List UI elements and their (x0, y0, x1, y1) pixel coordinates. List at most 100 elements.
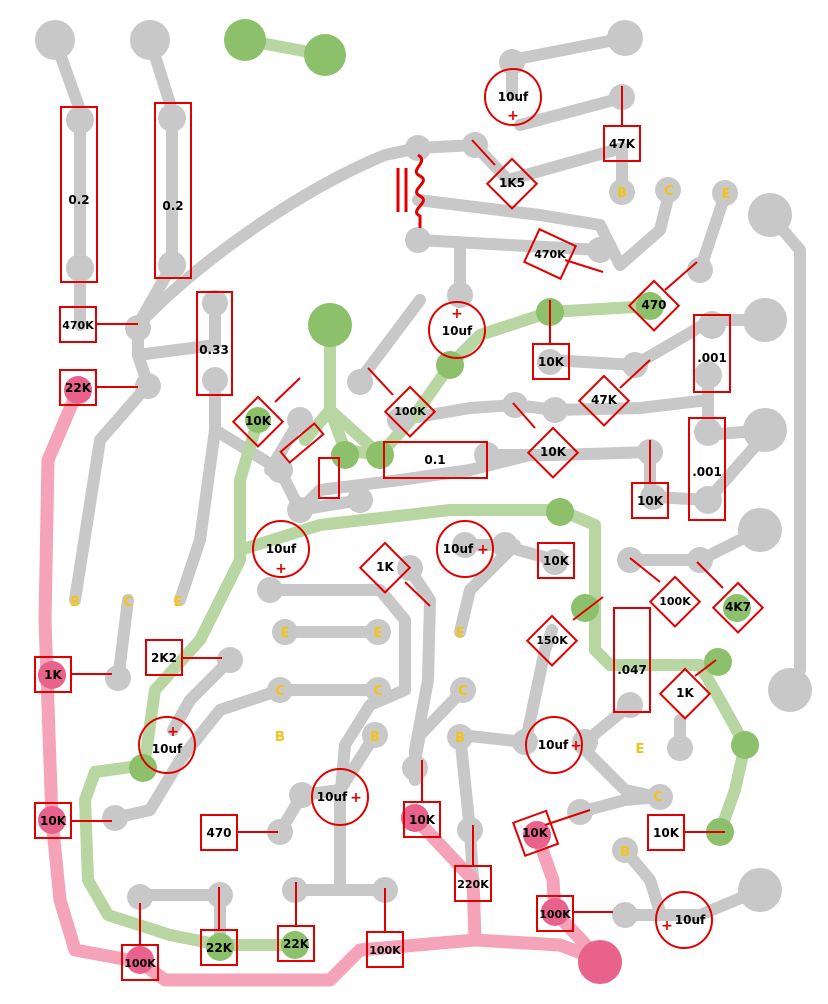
resistor-label: 10K (522, 826, 549, 840)
resistor-r-47k-top: 47K (603, 125, 641, 162)
resistor-r-10k-diag-low: 10K (511, 809, 560, 858)
capacitor-c-top: 10uf + (484, 68, 542, 126)
pin-b: B (70, 595, 80, 610)
resistor-label: 1K (376, 560, 394, 574)
resistor-label: 100K (369, 944, 401, 957)
resistor-r-1k-left: 1K (34, 656, 72, 693)
resistor-label: 1K (44, 668, 62, 682)
capacitor-c-right: 10uf + (525, 716, 583, 774)
resistor-label: 470K (534, 248, 566, 261)
resistor-label: 47K (591, 393, 618, 407)
plus-marker: + (661, 918, 673, 934)
capacitor-c-mid: + 10uf (428, 301, 486, 359)
resistor-label: 0.1 (424, 453, 445, 467)
pin-e: E (456, 626, 465, 641)
capacitor-label: 10uf (538, 738, 569, 752)
pin-b: B (620, 845, 630, 860)
resistor-r-47k-right: 47K (577, 374, 631, 427)
resistor-label: .047 (617, 663, 647, 677)
pin-e: E (374, 626, 383, 641)
capacitor-label: 10uf (317, 790, 348, 804)
capacitor-label: 10uf (266, 542, 297, 556)
resistor-r-470-green: 470 (627, 279, 681, 332)
plus-marker: + (275, 561, 287, 577)
green-pads (129, 19, 759, 961)
resistor-label: 100K (659, 595, 691, 608)
capacitor-c-low: 10uf + (311, 768, 369, 826)
resistor-r-001-a: .001 (693, 314, 731, 393)
resistor-r-100k-right: 100K (648, 575, 702, 628)
resistor-label: 47K (609, 137, 636, 151)
pin-c: C (664, 184, 674, 199)
resistor-r-1k-right: 1K (658, 667, 712, 720)
resistor-r-02-a: 0.2 (60, 106, 98, 283)
coil-icon (396, 153, 425, 228)
resistor-label: 10K (40, 814, 67, 828)
pin-c: C (653, 790, 663, 805)
capacitor-label: 10uf (443, 542, 474, 556)
resistor-label: 10K (637, 494, 664, 508)
resistor-label: 220K (457, 878, 489, 891)
pin-c: C (373, 684, 383, 699)
plus-marker: + (507, 108, 519, 124)
resistor-r-10k-left: 10K (34, 802, 72, 839)
resistor-r-22k-b: 22K (277, 925, 315, 962)
small-resistor-vert (318, 457, 340, 499)
resistor-label: 10K (409, 813, 436, 827)
resistor-label: .001 (697, 351, 727, 365)
capacitor-c-lowleft: + 10uf (138, 716, 196, 774)
pin-e: E (281, 626, 290, 641)
resistor-r-10k-mid-low: 10K (403, 801, 441, 838)
resistor-r-047: .047 (613, 607, 651, 713)
resistor-r-100k-bm: 100K (366, 931, 404, 968)
resistor-label: 470 (206, 826, 231, 840)
resistor-label: 100K (394, 405, 426, 418)
resistor-label: 22K (283, 937, 310, 951)
small-resistor-diag (279, 422, 325, 464)
plus-marker: + (570, 738, 582, 754)
pin-b: B (370, 730, 380, 745)
resistor-label: 1K (676, 686, 694, 700)
resistor-r-10k-left-diag: 10K (231, 395, 285, 448)
resistor-r-100k-low: 100K (536, 895, 574, 932)
resistor-r-22k-left: 22K (59, 369, 97, 406)
resistor-label: 100K (539, 908, 571, 921)
plus-marker: + (477, 542, 489, 558)
pin-b: B (617, 186, 627, 201)
capacitor-c-br: + 10uf (655, 891, 713, 949)
resistor-r-10k-c: 10K (537, 542, 575, 579)
pin-c: C (275, 684, 285, 699)
resistor-label: 100K (124, 957, 156, 970)
resistor-r-10k-b: 10K (631, 482, 669, 519)
pin-e: E (722, 187, 731, 202)
resistor-r-220k: 220K (454, 865, 492, 902)
capacitor-label: 10uf (675, 913, 706, 927)
resistor-label: 150K (536, 634, 568, 647)
capacitor-label: 10uf (442, 324, 473, 338)
resistor-r-470k-left: 470K (59, 306, 97, 343)
resistor-r-033: 0.33 (196, 291, 233, 396)
resistor-r-100k-mid: 100K (383, 385, 437, 438)
capacitor-c-left: 10uf + (252, 520, 310, 578)
resistor-label: 10K (538, 355, 565, 369)
resistor-label: 10K (543, 554, 570, 568)
resistor-label: 4K7 (725, 600, 751, 614)
pin-e: E (174, 595, 183, 610)
resistor-label: 470K (62, 319, 94, 332)
resistor-label: 470 (641, 298, 666, 312)
resistor-r-470-low: 470 (200, 814, 238, 851)
plus-marker: + (451, 306, 463, 322)
resistor-label: 22K (206, 941, 233, 955)
resistor-label: 0.2 (68, 193, 89, 207)
pin-c: C (123, 595, 133, 610)
resistor-label: 10K (245, 414, 272, 428)
resistor-label: 0.33 (199, 343, 229, 357)
resistor-label: 10K (653, 826, 680, 840)
resistor-r-4k7: 4K7 (711, 581, 765, 634)
capacitor-c-center: 10uf + (436, 520, 494, 578)
pin-b: B (275, 730, 285, 745)
pin-e: E (636, 742, 645, 757)
resistor-r-10k-diag-mid: 10K (526, 426, 580, 479)
resistor-r-10k-a: 10K (532, 343, 570, 380)
